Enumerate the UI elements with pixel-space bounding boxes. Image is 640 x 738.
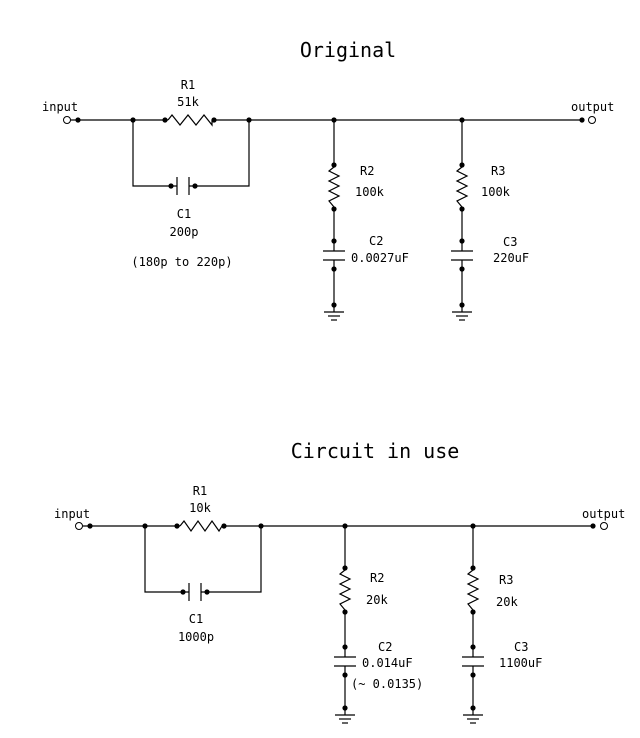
c2-value: 0.014uF [362, 656, 413, 670]
r1-resistor [167, 114, 213, 127]
c1-value: 1000p [178, 630, 214, 644]
r2-name: R2 [360, 164, 374, 178]
c1-name: C1 [177, 207, 191, 221]
input-terminal[interactable] [75, 522, 83, 530]
output-terminal[interactable] [600, 522, 608, 530]
r2-resistor [338, 569, 352, 611]
r1-resistor [179, 519, 223, 533]
c1-loop-wire [132, 120, 250, 187]
c1-loop-wire [144, 526, 262, 593]
c2-name: C2 [378, 640, 392, 654]
r1-value: 10k [189, 501, 211, 515]
junction-dots [87, 523, 596, 711]
c3-value: 1100uF [499, 656, 542, 670]
junction-dots [75, 117, 585, 308]
input-terminal[interactable] [63, 116, 71, 124]
c1-value: 200p [170, 225, 199, 239]
c1-name: C1 [189, 612, 203, 626]
c3-name: C3 [503, 235, 517, 249]
schematic-original: Original input output R1 51k C1 200p (18… [42, 38, 614, 321]
input-label: input [54, 507, 90, 521]
output-label: output [582, 507, 625, 521]
output-terminal[interactable] [588, 116, 596, 124]
output-label: output [571, 100, 614, 114]
r2-value: 100k [355, 185, 385, 199]
r2-resistor [327, 166, 341, 208]
r2-name: R2 [370, 571, 384, 585]
r1-name: R1 [193, 484, 207, 498]
c2-value: 0.0027uF [351, 251, 409, 265]
r3-resistor [455, 166, 469, 208]
diagram-title: Original [300, 38, 396, 62]
r3-value: 100k [481, 185, 511, 199]
r3-resistor [466, 569, 480, 611]
c3-value: 220uF [493, 251, 529, 265]
r3-name: R3 [499, 573, 513, 587]
r3-name: R3 [491, 164, 505, 178]
r1-name: R1 [181, 78, 195, 92]
diagram-title: Circuit in use [291, 439, 460, 463]
ground-icon [335, 714, 355, 724]
ground-icon [463, 714, 483, 724]
ground-icon [452, 311, 472, 321]
r1-value: 51k [177, 95, 199, 109]
r2-value: 20k [366, 593, 388, 607]
schematic-in-use: Circuit in use input output R1 10k C1 10… [54, 439, 625, 724]
input-label: input [42, 100, 78, 114]
c1-note: (180p to 220p) [131, 255, 232, 269]
r3-value: 20k [496, 595, 518, 609]
c2-note: (~ 0.0135) [351, 677, 423, 691]
c3-name: C3 [514, 640, 528, 654]
ground-icon [324, 311, 344, 321]
c2-name: C2 [369, 234, 383, 248]
